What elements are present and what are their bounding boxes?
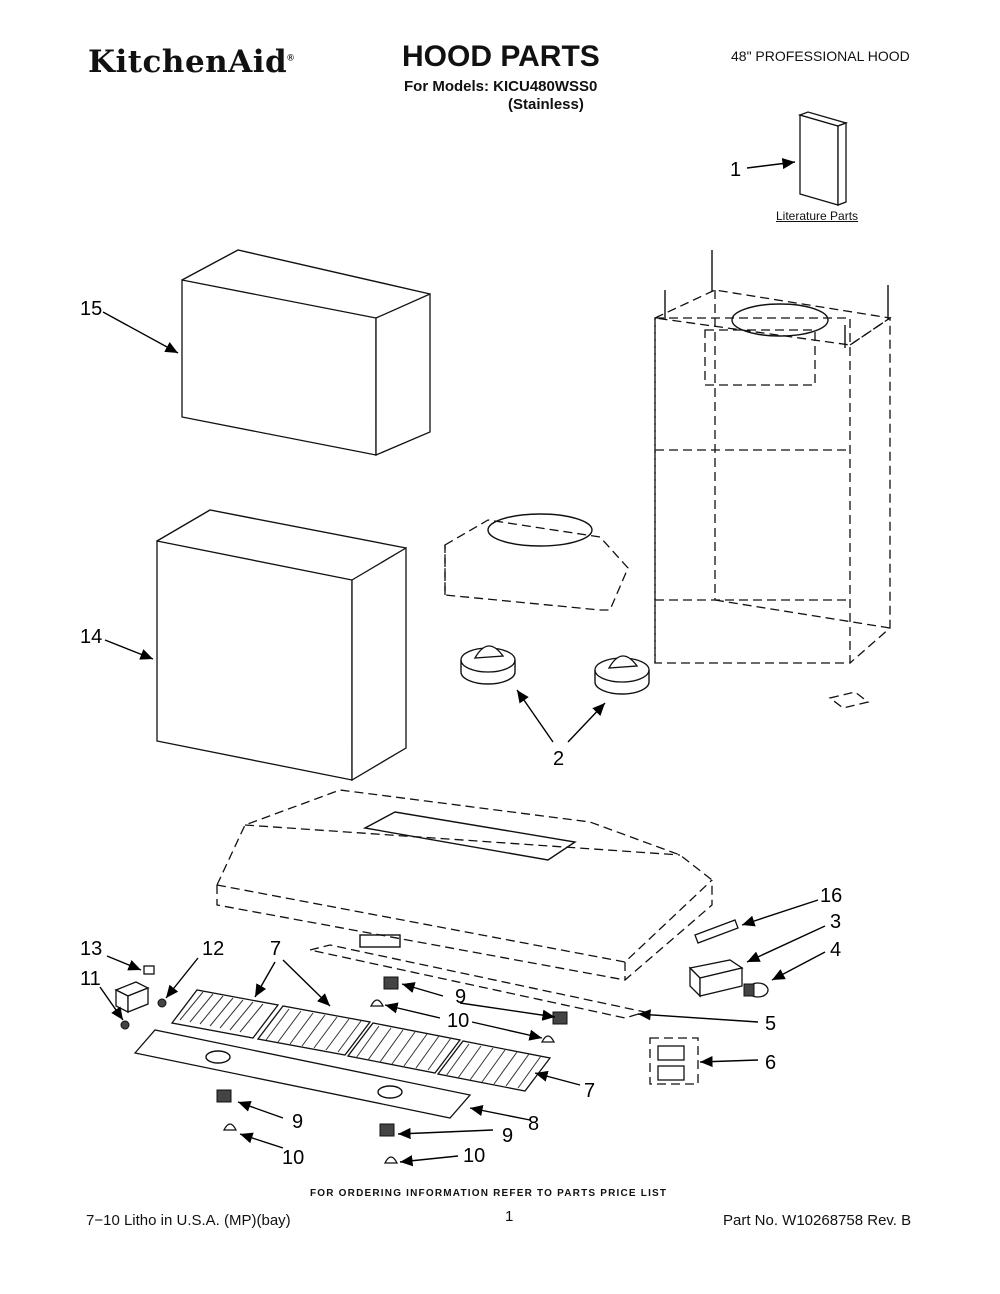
- callout-6: 6: [765, 1052, 776, 1074]
- mounting-frame: [654, 250, 892, 664]
- callout-7-top: 7: [270, 938, 281, 960]
- part-number: Part No. W10268758 Rev. B: [723, 1212, 912, 1229]
- callout-9-right: 9: [502, 1125, 513, 1147]
- callout-13: 13: [80, 938, 102, 960]
- product-name: 48" PROFESSIONAL HOOD: [731, 48, 910, 64]
- damper-left: [460, 645, 516, 685]
- knob-13: [143, 965, 155, 975]
- literature-booklet: [797, 111, 849, 206]
- callout-5: 5: [765, 1013, 776, 1035]
- callout-10-right: 10: [463, 1145, 485, 1167]
- callout-7-bottom: 7: [584, 1080, 595, 1102]
- litho-note: 7−10 Litho in U.S.A. (MP)(bay): [86, 1212, 291, 1229]
- page-title: HOOD PARTS: [402, 40, 600, 73]
- bulb: [743, 982, 769, 998]
- callout-3: 3: [830, 911, 841, 933]
- callout-4: 4: [830, 939, 841, 961]
- callout-2: 2: [553, 748, 564, 770]
- cover-plate: [828, 691, 870, 709]
- callout-11: 11: [80, 968, 101, 990]
- duct-cover-lower: [156, 509, 407, 782]
- callout-9-left: 9: [292, 1111, 303, 1133]
- callout-15: 15: [80, 298, 102, 320]
- models-line: For Models: KICU480WSS0: [404, 78, 598, 95]
- duct-cover-upper: [181, 249, 431, 456]
- callout-10-top: 10: [447, 1010, 469, 1032]
- junction-box: [688, 959, 744, 998]
- damper-right: [594, 655, 650, 695]
- switch-assembly: [649, 1037, 699, 1085]
- variant-line: (Stainless): [508, 96, 584, 113]
- ordering-note: FOR ORDERING INFORMATION REFER TO PARTS …: [310, 1188, 668, 1199]
- duct-transition: [444, 513, 629, 611]
- callout-16: 16: [820, 885, 842, 907]
- literature-parts-label: Literature Parts: [776, 209, 859, 223]
- leader-arrows: [99, 158, 826, 1167]
- callout-1: 1: [730, 159, 741, 181]
- brand-logo: KitchenAid®: [88, 44, 295, 80]
- bottom-panel: [133, 1029, 472, 1119]
- callout-10-left: 10: [282, 1147, 304, 1169]
- grease-filters: [170, 989, 552, 1092]
- callout-12: 12: [202, 938, 224, 960]
- page-number: 1: [505, 1208, 514, 1225]
- callout-8: 8: [528, 1113, 539, 1135]
- lamp-lenses: [222, 999, 556, 1164]
- callout-14: 14: [80, 626, 102, 648]
- hood-body: [216, 789, 713, 981]
- lamp-sockets: [216, 976, 568, 1137]
- bracket-16: [694, 919, 739, 944]
- callout-9-top: 9: [455, 986, 466, 1008]
- control-box-11: [114, 981, 150, 1030]
- nut-12: [157, 998, 167, 1008]
- callout-numbers: 1 15 14 2 16 3 4 13 12 7 11 9 10 5 6 7 8…: [80, 159, 842, 1169]
